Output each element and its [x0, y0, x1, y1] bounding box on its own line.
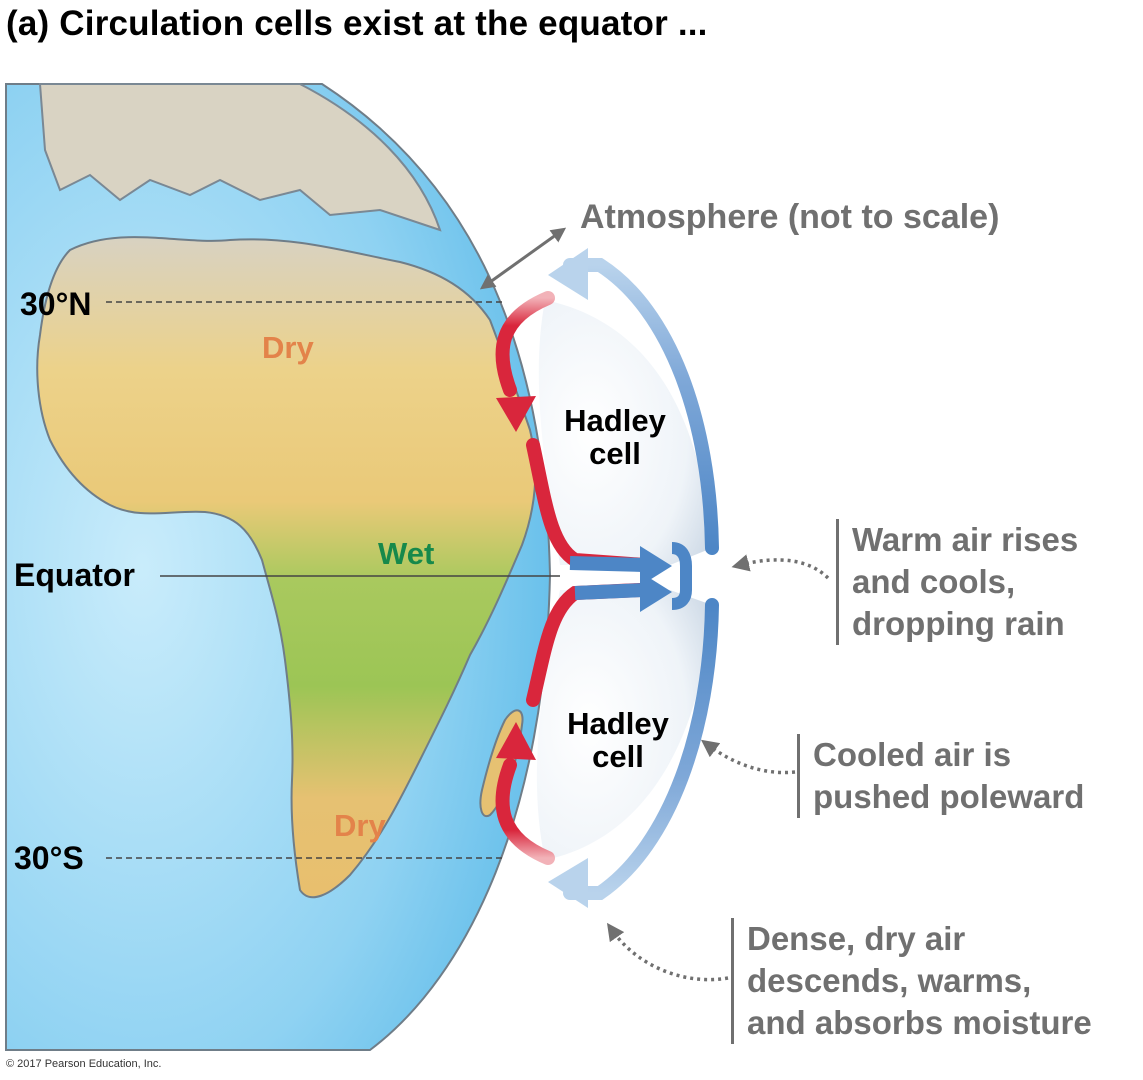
- warm-air-line2: and cools,: [852, 562, 1016, 600]
- africa-landmass: [36, 236, 537, 899]
- label-30n: 30°N: [20, 286, 92, 322]
- south-cell-inflow-arrowhead: [640, 572, 672, 612]
- warm-air-line3: dropping rain: [852, 604, 1065, 642]
- label-equator: Equator: [14, 557, 135, 593]
- north-cell-body: [538, 300, 712, 565]
- south-cell-inflow-blue: [574, 583, 646, 600]
- south-cell-label-line1: Hadley: [567, 706, 669, 741]
- label-dry-north: Dry: [262, 330, 314, 365]
- europe-landmass: [38, 83, 442, 232]
- north-cell-label-line2: cell: [589, 436, 641, 472]
- south-cell-return-flow: [563, 598, 719, 900]
- cooled-air-note: Cooled air is pushed poleward: [797, 734, 1084, 818]
- north-cell-return-arrowhead: [548, 248, 588, 300]
- warm-air-line1: Warm air rises: [852, 521, 1079, 558]
- dense-air-line3: and absorbs moisture: [747, 1003, 1092, 1041]
- dense-air-line1: Dense, dry air: [747, 920, 966, 957]
- label-wet: Wet: [378, 536, 435, 571]
- north-hadley-cell-label: Hadley cell: [545, 404, 685, 471]
- north-cell-inflow-arrowhead: [640, 546, 672, 586]
- north-cell-inflow-blue: [569, 556, 646, 572]
- south-cell-surface-flow: [526, 583, 647, 707]
- dense-air-pointer: [606, 922, 729, 982]
- warm-air-note: Warm air rises and cools, dropping rain: [836, 519, 1078, 645]
- warm-air-pointer: [731, 554, 830, 580]
- south-cell-descent-flow: [495, 758, 555, 865]
- north-cell-descent-flow: [495, 291, 555, 397]
- cooled-air-line2: pushed poleward: [813, 777, 1085, 815]
- north-cell-return-flow: [563, 258, 719, 555]
- cooled-air-line1: Cooled air is: [813, 736, 1012, 773]
- figure-title: (a) Circulation cells exist at the equat…: [6, 4, 708, 43]
- atmosphere-label: Atmosphere (not to scale): [580, 198, 1000, 236]
- north-cell-descent-arrowhead: [496, 396, 536, 432]
- cooled-air-pointer: [700, 739, 796, 775]
- equator-rising-column: [671, 542, 692, 610]
- south-cell-label-line2: cell: [592, 739, 644, 775]
- dense-air-line2: descends, warms,: [747, 961, 1032, 999]
- south-cell-body: [536, 590, 712, 860]
- south-cell-return-arrowhead: [548, 858, 588, 908]
- south-hadley-cell-label: Hadley cell: [548, 707, 688, 774]
- atmosphere-double-arrow: [479, 227, 567, 290]
- label-30s: 30°S: [14, 840, 84, 876]
- north-cell-label-line1: Hadley: [564, 403, 666, 438]
- copyright-notice: © 2017 Pearson Education, Inc.: [6, 1058, 162, 1070]
- label-dry-south: Dry: [334, 808, 386, 843]
- dense-air-note: Dense, dry air descends, warms, and abso…: [731, 918, 1092, 1044]
- south-cell-descent-arrowhead: [496, 722, 536, 760]
